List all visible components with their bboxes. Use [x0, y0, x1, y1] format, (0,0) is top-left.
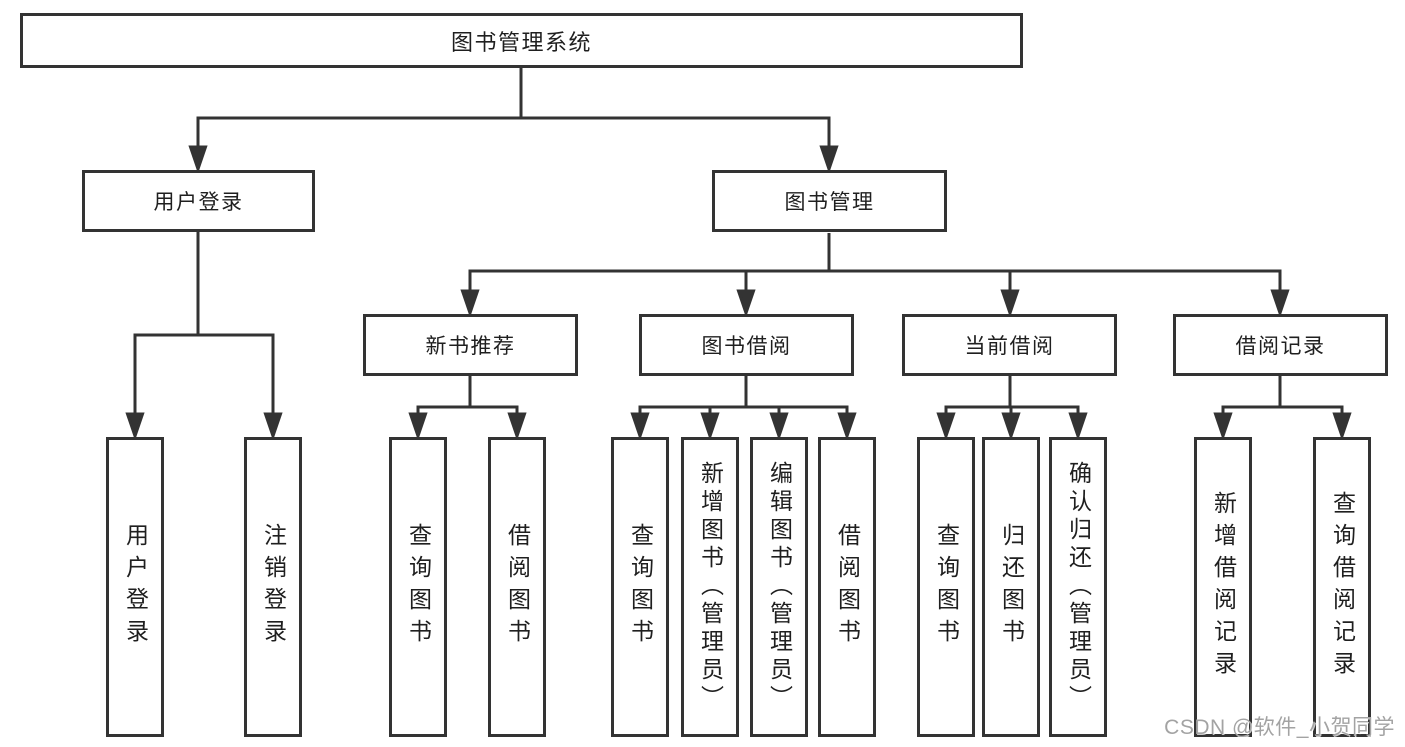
leaf-bb-query-books: 查询图书 — [611, 437, 669, 737]
leaf-bb-add-books-admin: 新增图书（管理员） — [681, 437, 739, 737]
node-book-borrowing: 图书借阅 — [639, 314, 854, 376]
leaf-bb-borrow-books: 借阅图书 — [818, 437, 876, 737]
node-current-borrowing: 当前借阅 — [902, 314, 1117, 376]
watermark: CSDN @软件_小贺同学 — [1164, 716, 1395, 739]
leaf-br-query-record: 查询借阅记录 — [1313, 437, 1371, 737]
leaf-cb-return-books: 归还图书 — [982, 437, 1040, 737]
node-book-management: 图书管理 — [712, 170, 947, 232]
leaf-bb-edit-books-admin: 编辑图书（管理员） — [750, 437, 808, 737]
leaf-user-login: 用户登录 — [106, 437, 164, 737]
node-user-login: 用户登录 — [82, 170, 315, 232]
node-borrowing-records: 借阅记录 — [1173, 314, 1388, 376]
leaf-nbr-borrow-books: 借阅图书 — [488, 437, 546, 737]
leaf-br-add-record: 新增借阅记录 — [1194, 437, 1252, 737]
leaf-cb-confirm-return-admin: 确认归还（管理员） — [1049, 437, 1107, 737]
node-library-management-system: 图书管理系统 — [20, 13, 1023, 68]
node-new-book-recommend: 新书推荐 — [363, 314, 578, 376]
leaf-cb-query-books: 查询图书 — [917, 437, 975, 737]
connector-strokes — [125, 68, 1352, 441]
leaf-nbr-query-books: 查询图书 — [389, 437, 447, 737]
leaf-logout: 注销登录 — [244, 437, 302, 737]
